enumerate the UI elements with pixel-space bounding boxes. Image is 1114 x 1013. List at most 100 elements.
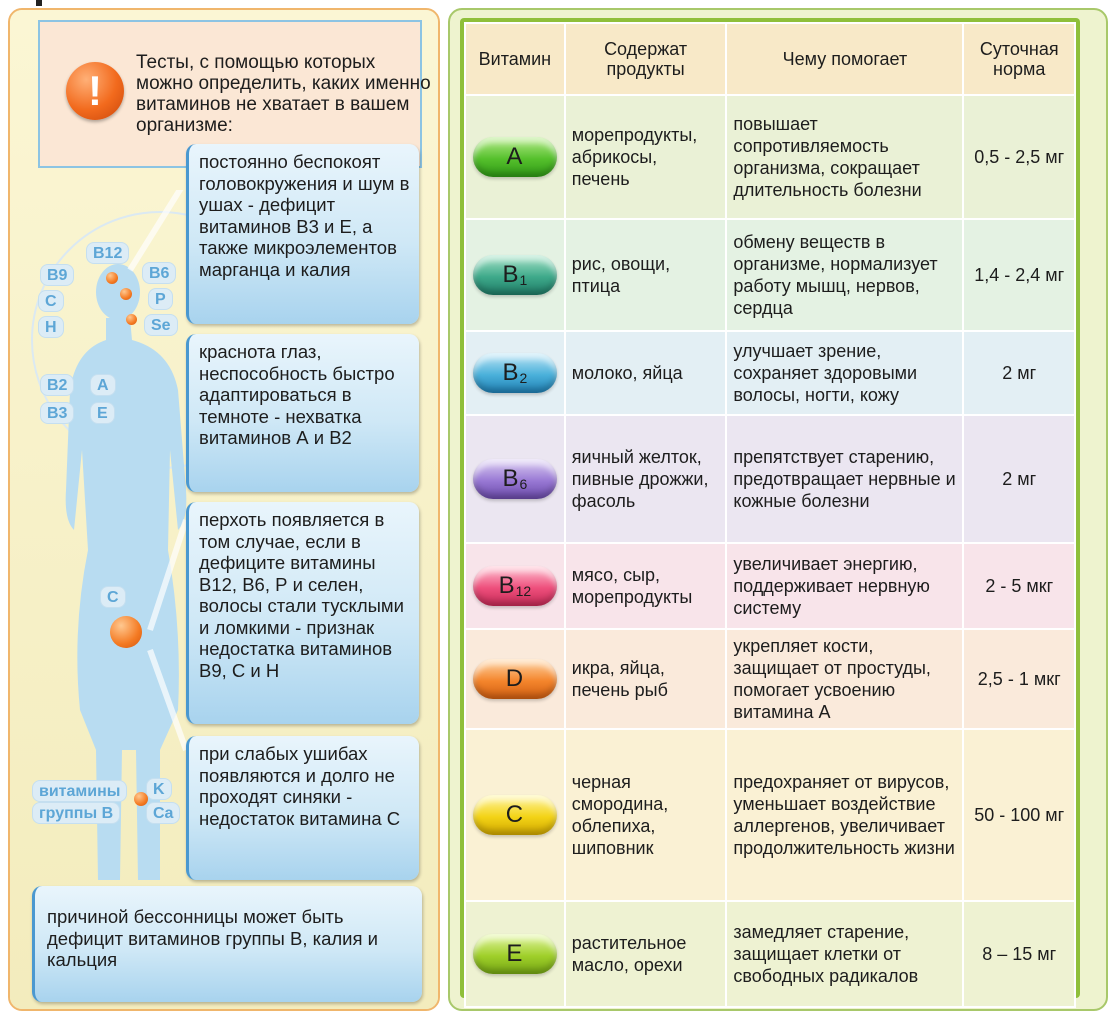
products-cell: мясо, сыр, морепродукты — [563, 542, 728, 630]
helps-cell: увеличивает энергию, поддерживает нервну… — [725, 542, 965, 630]
pill-subscript: 6 — [519, 476, 528, 492]
intro-box: ! Тесты, с помощью которых можно определ… — [38, 20, 431, 168]
products-cell: рис, овощи, птица — [563, 218, 728, 332]
tag-k: K — [146, 778, 172, 800]
helps-cell: повышает сопротивляемость организма, сок… — [725, 94, 965, 220]
pill-letter: B — [502, 359, 519, 386]
pill-letter: C — [505, 801, 524, 828]
header-helps: Чему помогает — [725, 22, 965, 96]
helps-cell: укрепляет кости, защищает от простуды, п… — [725, 628, 965, 730]
pill-letter: D — [505, 665, 524, 692]
tag-c: C — [38, 290, 64, 312]
table-header-row: Витамин Содержат продукты Чему помогает … — [464, 22, 1076, 96]
pill-letter: E — [506, 940, 523, 967]
tag-group-b-line2: группы В — [32, 802, 121, 824]
header-norm: Суточная норма — [962, 22, 1076, 96]
pill-letter: A — [506, 143, 523, 170]
callout-text: постоянно беспокоят головокружения и шум… — [199, 151, 410, 280]
marker-dot — [120, 288, 132, 300]
tag-b2: B2 — [40, 374, 75, 396]
table-frame: Витамин Содержат продукты Чему помогает … — [460, 18, 1080, 1008]
vitamin-cell: C — [464, 728, 566, 902]
vitamin-pill-d: D — [472, 659, 557, 699]
callout-text: краснота глаз, неспособность быстро адап… — [199, 341, 395, 448]
vitamin-pill-b6: B6 — [472, 459, 557, 499]
table-row: C черная смородина, облепиха, шиповник п… — [464, 728, 1076, 902]
table-row: E растительное масло, орехи замедляет ст… — [464, 900, 1076, 1008]
products-cell: молоко, яйца — [563, 330, 728, 416]
pill-letter: B — [498, 572, 515, 599]
helps-cell: улучшает зрение, сохраняет здоровыми вол… — [725, 330, 965, 416]
intro-text: Тесты, с помощью которых можно определит… — [136, 52, 431, 136]
pill-letter: B — [502, 465, 519, 492]
table-row: D икра, яйца, печень рыб укрепляет кости… — [464, 628, 1076, 730]
norm-cell: 2 мг — [962, 330, 1076, 416]
callout-eyes: краснота глаз, неспособность быстро адап… — [186, 334, 419, 492]
marker-dot — [134, 792, 148, 806]
marker-dot — [126, 314, 137, 325]
tag-b3: B3 — [40, 402, 75, 424]
vitamin-pill-b1: B1 — [472, 255, 557, 295]
tag-h: H — [38, 316, 64, 338]
vitamin-cell: B2 — [464, 330, 566, 416]
products-cell: растительное масло, орехи — [563, 900, 728, 1008]
vitamin-cell: A — [464, 94, 566, 220]
pill-subscript: 2 — [519, 370, 528, 386]
vitamin-pill-b2: B2 — [472, 353, 557, 393]
table-row: B12 мясо, сыр, морепродукты увеличивает … — [464, 542, 1076, 630]
tag-b9: B9 — [40, 264, 75, 286]
callout-hair: перхоть появляется в том случае, если в … — [186, 502, 419, 724]
products-cell: черная смородина, облепиха, шиповник — [563, 728, 728, 902]
tag-p: P — [148, 288, 173, 310]
tag-a: A — [90, 374, 116, 396]
table-row: B6 яичный желток, пивные дрожжи, фасоль … — [464, 414, 1076, 544]
tag-group-b-line1: витамины — [32, 780, 128, 802]
tag-e: E — [90, 402, 115, 424]
callout-text: причиной бессонницы может быть дефицит в… — [47, 906, 379, 970]
vitamin-pill-e: E — [472, 934, 557, 974]
vitamin-pill-c: C — [472, 795, 557, 835]
norm-cell: 0,5 - 2,5 мг — [962, 94, 1076, 220]
products-cell: морепродукты, абрикосы, печень — [563, 94, 728, 220]
pill-subscript: 1 — [519, 272, 528, 288]
norm-cell: 2 мг — [962, 414, 1076, 544]
tag-b6: B6 — [142, 262, 177, 284]
tag-ca: Ca — [146, 802, 181, 824]
helps-cell: обмену веществ в организме, нормализует … — [725, 218, 965, 332]
pill-letter: B — [502, 261, 519, 288]
callout-bruises: при слабых ушибах появляются и долго не … — [186, 736, 419, 880]
tag-se: Se — [144, 314, 178, 336]
callout-insomnia: причиной бессонницы может быть дефицит в… — [32, 886, 422, 1002]
callout-dizziness: постоянно беспокоят головокружения и шум… — [186, 144, 419, 324]
header-vitamin: Витамин — [464, 22, 566, 96]
callout-text: перхоть появляется в том случае, если в … — [199, 509, 404, 681]
helps-cell: препятствует старению, предотвращает нер… — [725, 414, 965, 544]
helps-cell: предохраняет от вирусов, уменьшает возде… — [725, 728, 965, 902]
vitamin-cell: B12 — [464, 542, 566, 630]
norm-cell: 1,4 - 2,4 мг — [962, 218, 1076, 332]
table-row: B2 молоко, яйца улучшает зрение, сохраня… — [464, 330, 1076, 416]
marker-dot — [106, 272, 118, 284]
header-products: Содержат продукты — [563, 22, 728, 96]
table-row: A морепродукты, абрикосы, печень повышае… — [464, 94, 1076, 220]
corner-mark — [36, 0, 42, 6]
callout-text: при слабых ушибах появляются и долго не … — [199, 743, 401, 829]
table-row: B1 рис, овощи, птица обмену веществ в ор… — [464, 218, 1076, 332]
marker-dot — [110, 616, 142, 648]
vitamin-cell: B1 — [464, 218, 566, 332]
vitamin-cell: D — [464, 628, 566, 730]
vitamin-pill-a: A — [472, 137, 557, 177]
norm-cell: 8 – 15 мг — [962, 900, 1076, 1008]
tag-c-lower: C — [100, 586, 126, 608]
vitamin-pill-b12: B12 — [472, 566, 557, 606]
vitamin-table-panel: Витамин Содержат продукты Чему помогает … — [448, 8, 1108, 1011]
tag-b12: B12 — [86, 242, 130, 264]
products-cell: яичный желток, пивные дрожжи, фасоль — [563, 414, 728, 544]
symptoms-panel: ! Тесты, с помощью которых можно определ… — [8, 8, 440, 1011]
warning-icon: ! — [66, 62, 124, 120]
pill-subscript: 12 — [515, 583, 532, 599]
vitamin-cell: B6 — [464, 414, 566, 544]
vitamin-cell: E — [464, 900, 566, 1008]
helps-cell: замедляет старение, защищает клетки от с… — [725, 900, 965, 1008]
norm-cell: 2 - 5 мкг — [962, 542, 1076, 630]
